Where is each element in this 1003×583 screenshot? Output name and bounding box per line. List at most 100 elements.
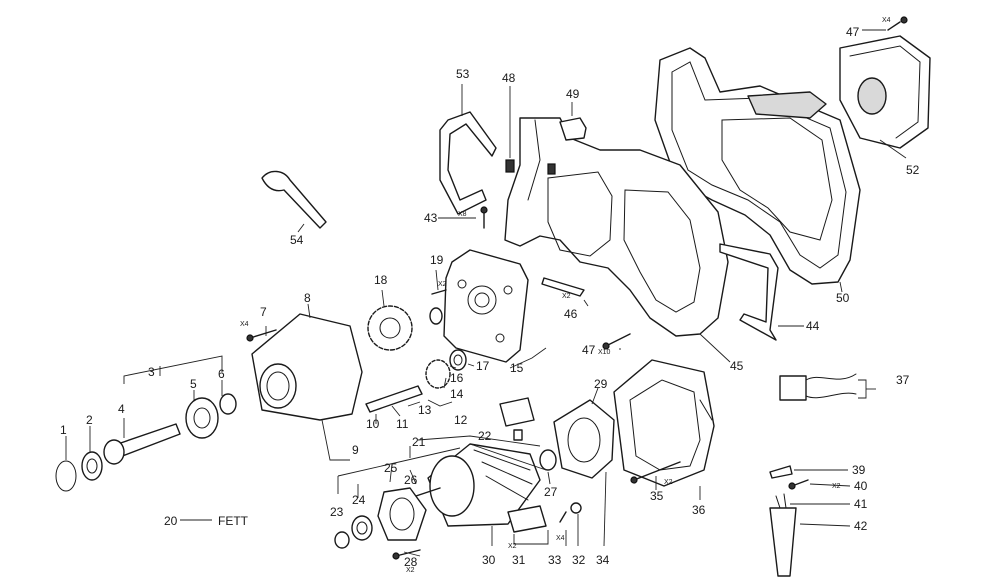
part-19-pins <box>431 289 447 295</box>
part-1-circlip <box>55 460 77 492</box>
qty-35: X2 <box>664 479 673 486</box>
part-41-connector <box>775 493 787 509</box>
part-31-brush-holder <box>507 505 547 533</box>
callout-43: 43 <box>424 211 438 225</box>
callout-25: 25 <box>384 461 398 475</box>
part-37-cable-set <box>779 373 857 401</box>
callout-2: 2 <box>86 413 93 427</box>
callout-7: 7 <box>260 305 267 319</box>
part-30-armature <box>379 443 541 527</box>
callout-48: 48 <box>502 71 516 85</box>
callout-9: 9 <box>352 443 359 457</box>
callout-53: 53 <box>456 67 470 81</box>
leader-lines <box>65 29 907 557</box>
qty-7: X4 <box>240 321 249 328</box>
callout-4: 4 <box>118 402 125 416</box>
part-40-screw <box>788 479 809 490</box>
callout-49: 49 <box>566 87 580 101</box>
part-49-button <box>559 117 587 141</box>
part-4-spindle <box>103 423 181 465</box>
part-48-switch <box>505 159 556 175</box>
callout-50: 50 <box>836 291 850 305</box>
callout-37: 37 <box>896 373 910 387</box>
part-53-cable-guide <box>439 111 497 215</box>
quantity-labels: X4 X2 X2 X2 X4 X2 X2 X8 X2 X4 X10 <box>240 17 891 574</box>
qty-43: X8 <box>458 211 467 218</box>
part-18-gear <box>367 305 413 351</box>
callout-14: 14 <box>450 387 464 401</box>
part-17-bearing <box>449 349 467 371</box>
callout-45: 45 <box>730 359 744 373</box>
part-32-screw <box>559 511 567 523</box>
callout-15: 15 <box>510 361 524 375</box>
part-39-clamp <box>769 465 793 479</box>
callout-18: 18 <box>374 273 388 287</box>
part-brush-holder-upper <box>499 397 535 441</box>
callout-40: 40 <box>854 479 868 493</box>
qty-28: X2 <box>406 567 415 574</box>
part-8-front-housing <box>251 313 363 421</box>
callout-22: 22 <box>478 429 492 443</box>
callout-44: 44 <box>806 319 820 333</box>
callout-52: 52 <box>906 163 920 177</box>
qty-40: X2 <box>832 483 841 490</box>
callout-24: 24 <box>352 493 366 507</box>
callout-28: 28 <box>404 555 418 569</box>
callout-6: 6 <box>218 367 225 381</box>
part-5-bearing <box>185 397 219 439</box>
part-47-screw-lower <box>602 333 631 350</box>
part-42-cable-sleeve <box>769 507 797 577</box>
part-brush-screw-small <box>570 502 582 514</box>
part-36-stator <box>613 359 715 487</box>
callout-19: 19 <box>430 253 444 267</box>
qty-31: X2 <box>508 543 517 550</box>
part-45-handle-housing <box>504 117 729 337</box>
callout-20: 20 <box>164 514 178 528</box>
callout-32: 32 <box>572 553 586 567</box>
callout-54: 54 <box>290 233 304 247</box>
callout-39: 39 <box>852 463 866 477</box>
callout-42: 42 <box>854 519 868 533</box>
grease-label: FETT <box>218 514 249 528</box>
part-13-shaft <box>365 385 423 413</box>
part-15-gear-housing <box>443 249 529 363</box>
callout-8: 8 <box>304 291 311 305</box>
part-52-end-cap <box>839 35 931 149</box>
part-6-washer <box>219 393 237 415</box>
part-23-washer <box>334 531 350 549</box>
callout-3: 3 <box>148 365 155 379</box>
callout-16: 16 <box>450 371 464 385</box>
callout-33: 33 <box>548 553 562 567</box>
part-35-bolt <box>630 461 681 484</box>
qty-19: X2 <box>438 281 447 288</box>
part-27-bearing <box>539 449 557 471</box>
part-14-pinion <box>425 359 451 389</box>
qty-46: X2 <box>562 293 571 300</box>
part-7-screw <box>246 329 277 342</box>
part-29-fan-baffle <box>553 399 615 479</box>
qty-47-upper: X4 <box>882 17 891 24</box>
callout-36: 36 <box>692 503 706 517</box>
callout-34: 34 <box>596 553 610 567</box>
callout-10: 10 <box>366 417 380 431</box>
callout-46: 46 <box>564 307 578 321</box>
callout-29: 29 <box>594 377 608 391</box>
qty-33: X4 <box>556 535 565 542</box>
part-43-screw <box>480 206 488 229</box>
callout-1: 1 <box>60 423 67 437</box>
callout-47-upper: 47 <box>846 25 860 39</box>
callout-41: 41 <box>854 497 868 511</box>
qty-47-lower: X10 <box>598 349 611 356</box>
part-24-bearing <box>351 515 373 541</box>
callout-27: 27 <box>544 485 558 499</box>
part-2-washer <box>81 451 103 481</box>
callout-13: 13 <box>418 403 432 417</box>
part-46-clip <box>541 277 585 297</box>
part-26-bearing-plate <box>377 487 427 541</box>
callout-5: 5 <box>190 377 197 391</box>
callout-31: 31 <box>512 553 526 567</box>
callout-17: 17 <box>476 359 490 373</box>
callout-11: 11 <box>396 417 409 431</box>
